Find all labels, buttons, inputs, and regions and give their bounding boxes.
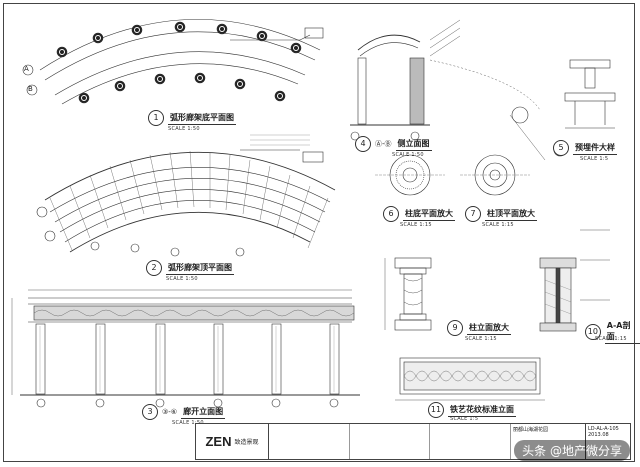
arc-plan-roof — [36, 134, 336, 257]
view-number: 3 — [142, 404, 158, 420]
view-label-7: 7 柱顶平面放大 — [465, 206, 537, 222]
project-name: 丽都山海湖花园 — [511, 424, 586, 459]
view-scale-5: SCALE 1:5 — [580, 156, 609, 162]
view-grid-ref: ③-⑥ — [162, 408, 178, 416]
notes-cell — [269, 424, 350, 459]
view-label-3: 3 ③-⑥ 廊开立面图 — [142, 404, 226, 420]
view-label-4: 4 Ⓐ-Ⓑ 侧立面图 — [355, 136, 432, 152]
arc-plan-columns — [22, 19, 324, 105]
view-title: 侧立面图 — [395, 138, 432, 151]
view-title: 预埋件大样 — [573, 142, 617, 155]
view-title: 柱底平面放大 — [403, 208, 455, 221]
view-title: 铁艺花纹标准立面 — [448, 404, 516, 417]
watermark: 头条 @地产微分享 — [514, 440, 630, 461]
view-number: 10 — [585, 324, 601, 340]
section-aa-detail — [539, 229, 610, 332]
view-scale-2: SCALE 1:50 — [166, 276, 198, 282]
view-scale-11: SCALE 1:5 — [450, 416, 479, 422]
view-scale-3: SCALE 1:50 — [172, 420, 204, 426]
view-number: 11 — [428, 402, 444, 418]
view-label-5: 5 预埋件大样 — [553, 140, 617, 156]
view-scale-4: SCALE 1:50 — [392, 152, 424, 158]
title-block: ZEN 致造景观 丽都山海湖花园 LD-AL-A-105 2013.08 — [195, 423, 631, 460]
sheet-info: LD-AL-A-105 2013.08 — [586, 424, 630, 459]
view-number: 2 — [146, 260, 162, 276]
notes-cell — [430, 424, 512, 459]
view-label-2: 2 弧形廊架顶平面图 — [146, 260, 234, 276]
axis-label-b: B — [28, 85, 33, 93]
view-number: 5 — [553, 140, 569, 156]
view-label-6: 6 柱底平面放大 — [383, 206, 455, 222]
sheet-number: LD-AL-A-105 — [588, 426, 619, 432]
notes-cell — [350, 424, 431, 459]
company-name: 致造景观 — [234, 439, 259, 446]
view-title: 廊开立面图 — [181, 406, 226, 419]
side-elevation — [350, 19, 541, 141]
view-scale-1: SCALE 1:50 — [168, 126, 200, 132]
view-label-11: 11 铁艺花纹标准立面 — [428, 402, 516, 418]
view-title: 弧形廊架底平面图 — [168, 112, 236, 125]
view-label-10: 10 A-A剖面 — [585, 320, 640, 344]
logo-text: ZEN — [205, 434, 232, 449]
view-label-9: 9 柱立面放大 — [447, 320, 511, 336]
view-scale-6: SCALE 1:15 — [400, 222, 432, 228]
view-scale-7: SCALE 1:15 — [482, 222, 514, 228]
elevation-columns — [35, 323, 340, 395]
view-number: 1 — [148, 110, 164, 126]
view-number: 9 — [447, 320, 463, 336]
front-elevation — [11, 289, 360, 408]
view-grid-ref: Ⓐ-Ⓑ — [375, 140, 392, 148]
axis-label-a: A — [24, 65, 29, 73]
iron-pattern-elevation — [395, 357, 545, 401]
view-title: 弧形廊架顶平面图 — [166, 262, 234, 275]
view-number: 7 — [465, 206, 481, 222]
view-scale-10: SCALE 1:15 — [595, 336, 627, 342]
column-elevation-detail — [384, 257, 432, 331]
view-scale-9: SCALE 1:15 — [465, 336, 497, 342]
view-title: 柱立面放大 — [467, 322, 511, 335]
sheet-border — [3, 3, 635, 462]
view-title: 柱顶平面放大 — [485, 208, 537, 221]
sheet-date: 2013.08 — [588, 432, 609, 438]
company-logo: ZEN 致造景观 — [196, 424, 269, 459]
title-block-notes — [269, 424, 512, 459]
view-title: A-A剖面 — [604, 320, 640, 344]
view-number: 4 — [355, 136, 371, 152]
view-number: 6 — [383, 206, 399, 222]
column-plans — [375, 106, 546, 196]
column-dots — [56, 21, 302, 104]
view-label-1: 1 弧形廊架底平面图 — [148, 110, 236, 126]
